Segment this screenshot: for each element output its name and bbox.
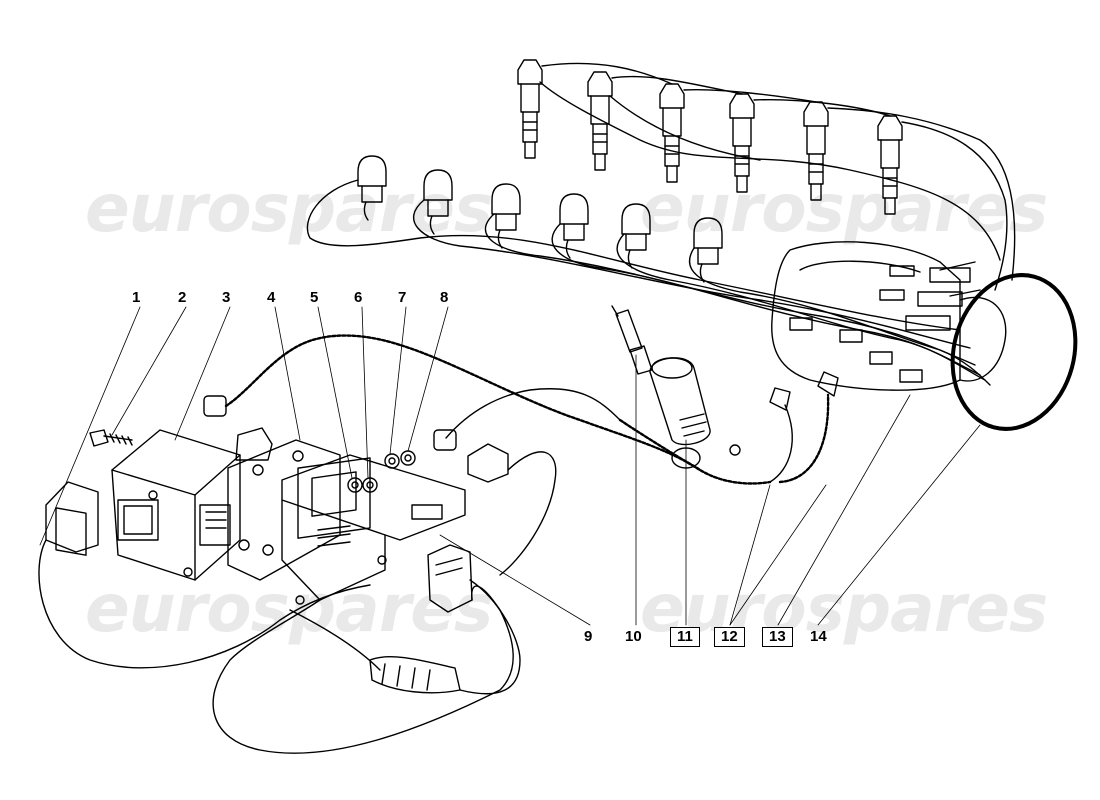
callout-3: 3 bbox=[222, 289, 231, 306]
callout-6: 6 bbox=[354, 289, 363, 306]
leader-lines bbox=[39, 306, 981, 626]
watermark-bottom-left: eurospares bbox=[85, 570, 493, 647]
control-unit-assembly bbox=[45, 395, 509, 694]
callout-10: 10 bbox=[625, 628, 642, 645]
callout-14: 14 bbox=[810, 628, 827, 645]
callout-2: 2 bbox=[178, 289, 187, 306]
harness-junction-ring bbox=[950, 273, 1078, 431]
spark-plug bbox=[611, 305, 653, 375]
watermark-bottom-right: eurospares bbox=[640, 570, 1048, 647]
callout-5: 5 bbox=[310, 289, 319, 306]
front-spark-plug-caps bbox=[306, 155, 991, 386]
watermark-top-right: eurospares bbox=[640, 170, 1048, 247]
callout-7: 7 bbox=[398, 289, 407, 306]
callout-1: 1 bbox=[132, 289, 141, 306]
rear-spark-plug-caps bbox=[517, 59, 1016, 291]
distributor-assembly bbox=[771, 241, 1007, 391]
spark-plug-socket bbox=[649, 357, 711, 446]
callout-8: 8 bbox=[440, 289, 449, 306]
ecu-harness bbox=[38, 334, 839, 754]
callout-13: 13 bbox=[762, 627, 793, 647]
callout-9: 9 bbox=[584, 628, 593, 645]
callout-12: 12 bbox=[714, 627, 745, 647]
callout-4: 4 bbox=[267, 289, 276, 306]
callout-11: 11 bbox=[670, 627, 700, 647]
